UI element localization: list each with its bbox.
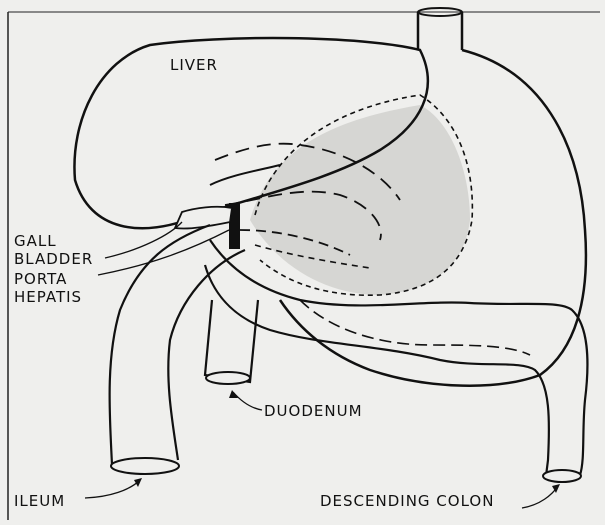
duodenum-arrowhead bbox=[229, 390, 238, 398]
ileum-opening bbox=[111, 458, 179, 474]
duodenum-leader bbox=[233, 392, 262, 410]
descending-colon-label: DESCENDING COLON bbox=[320, 492, 494, 510]
duodenum-label: DUODENUM bbox=[264, 402, 363, 420]
esophagus bbox=[418, 12, 462, 50]
porta-hepatis-label-line1: PORTA bbox=[14, 270, 67, 288]
colon-dashed-wall bbox=[300, 300, 530, 355]
gall-bladder bbox=[175, 207, 232, 229]
colon-lower-wall bbox=[205, 265, 549, 476]
stomach-shaded-region bbox=[250, 105, 470, 295]
duodenum bbox=[205, 300, 258, 382]
colon-leader bbox=[522, 486, 558, 508]
colon-opening bbox=[543, 470, 581, 482]
liver-label: LIVER bbox=[170, 56, 218, 74]
ileum-tube bbox=[110, 225, 245, 465]
porta-hepatis-leader bbox=[98, 230, 229, 275]
gall-bladder-label-line2: BLADDER bbox=[14, 250, 93, 268]
porta-hepatis-label-line2: HEPATIS bbox=[14, 288, 82, 306]
duodenum-opening bbox=[206, 372, 250, 384]
gall-bladder-label-line1: GALL bbox=[14, 232, 57, 250]
ileum-arrowhead bbox=[134, 478, 142, 487]
ileum-label: ILEUM bbox=[14, 492, 65, 510]
ileum-leader bbox=[85, 480, 140, 498]
